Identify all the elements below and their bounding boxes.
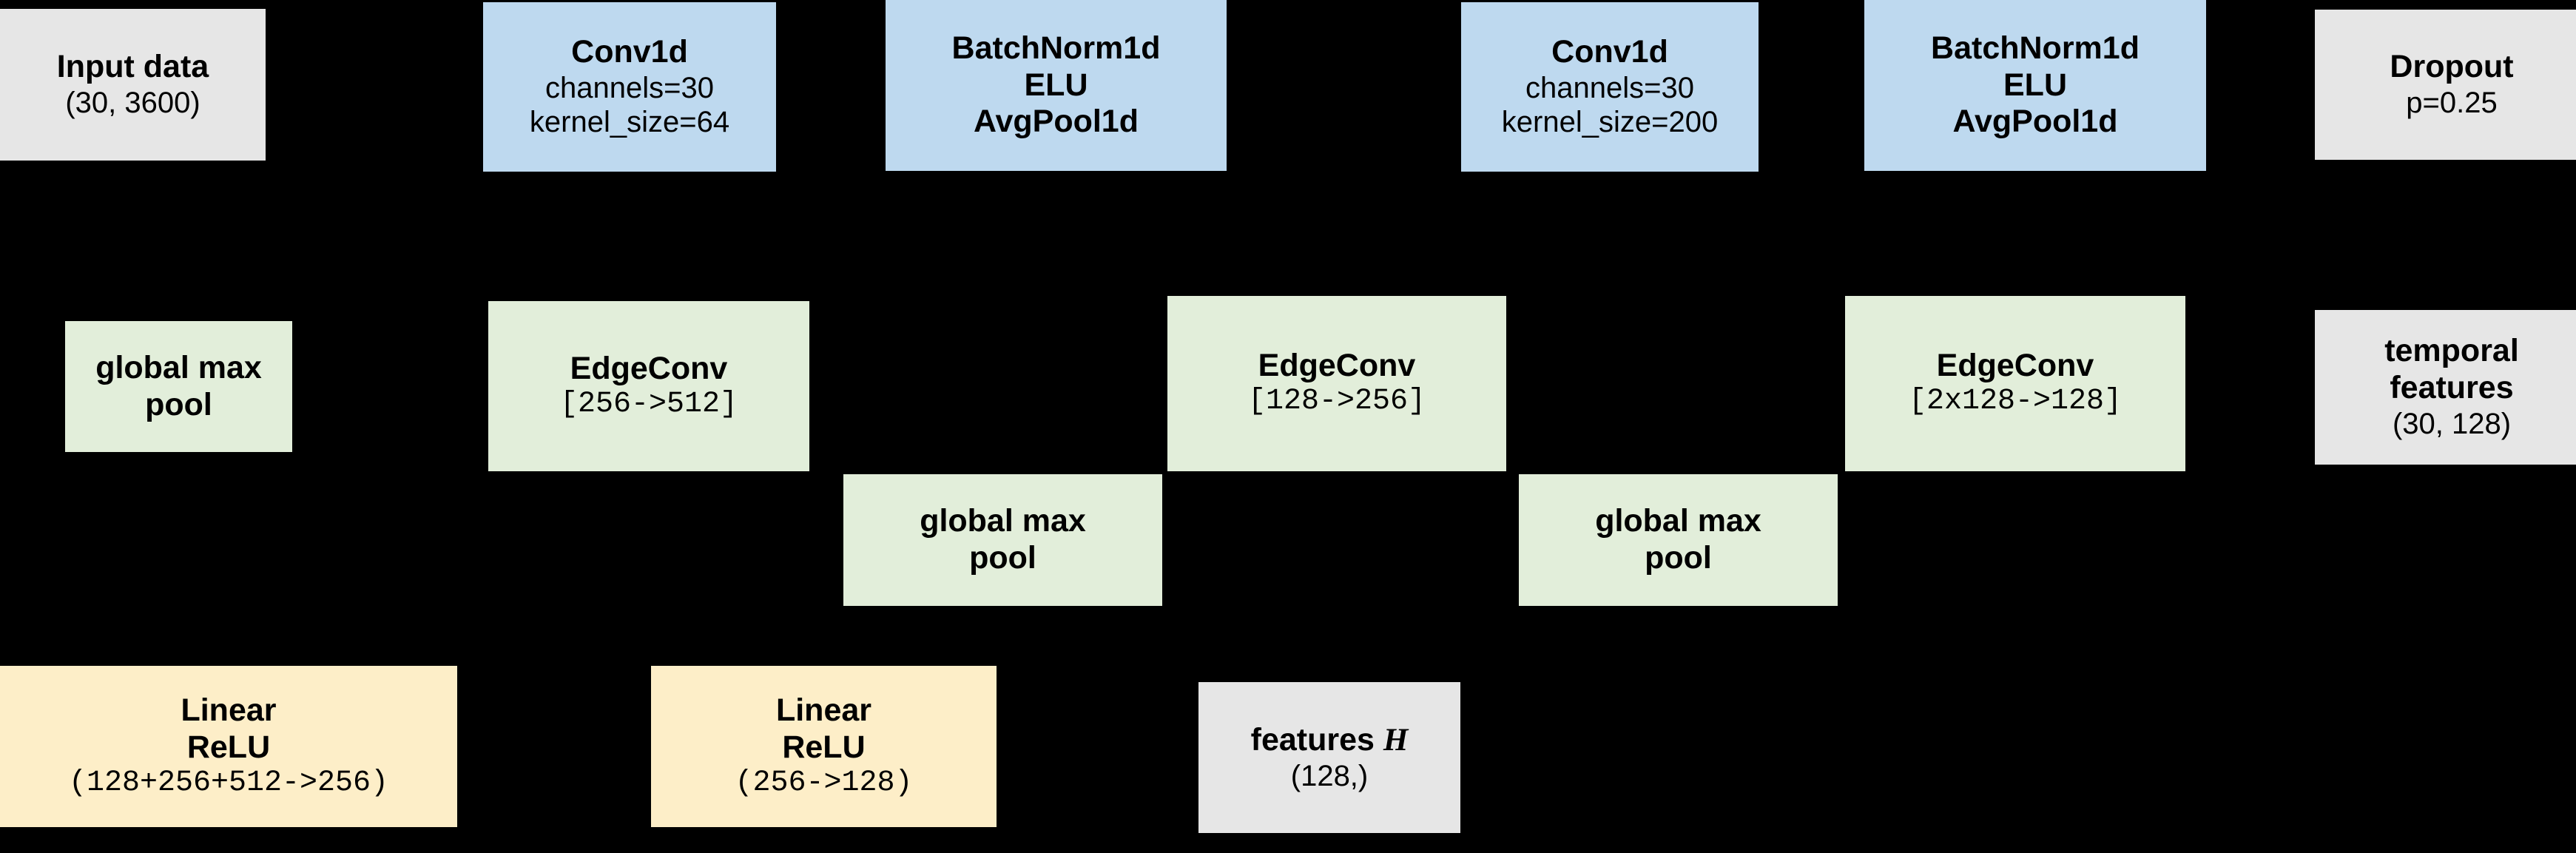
node-linear-2-line2: ReLU — [782, 729, 866, 765]
node-batchnorm-1-line3: AvgPool1d — [974, 104, 1139, 140]
node-global-max-pool-2-line1: global max — [920, 503, 1086, 539]
node-edgeconv-1-line1: EdgeConv — [1936, 348, 2094, 384]
node-temporal-features-line2: features — [2390, 370, 2514, 406]
node-edgeconv-1-line2: [2x128->128] — [1908, 385, 2122, 419]
node-conv1d-1-line3: kernel_size=64 — [529, 106, 730, 139]
node-conv1d-1-line1: Conv1d — [571, 34, 688, 70]
node-global-max-pool-3-line2: pool — [1645, 540, 1712, 576]
node-edgeconv-3-line2: [256->512] — [559, 387, 738, 421]
node-temporal-features-line3: (30, 128) — [2392, 408, 2512, 441]
node-edgeconv-2[interactable]: EdgeConv [128->256] — [1167, 296, 1506, 471]
node-global-max-pool-3[interactable]: global max pool — [1519, 474, 1838, 606]
node-dropout[interactable]: Dropout p=0.25 — [2315, 10, 2576, 160]
node-linear-1-line1: Linear — [181, 692, 277, 728]
node-batchnorm-2-line1: BatchNorm1d — [1931, 30, 2140, 66]
node-dropout-line1: Dropout — [2390, 49, 2514, 85]
node-conv1d-2[interactable]: Conv1d channels=30 kernel_size=200 — [1461, 2, 1759, 172]
node-global-max-pool-2-line2: pool — [969, 540, 1036, 576]
node-conv1d-2-line1: Conv1d — [1551, 34, 1668, 70]
node-batchnorm-2[interactable]: BatchNorm1d ELU AvgPool1d — [1864, 0, 2206, 171]
node-input-data-line1: Input data — [56, 49, 209, 85]
node-dropout-line2: p=0.25 — [2406, 87, 2498, 120]
node-edgeconv-2-line2: [128->256] — [1247, 385, 1426, 419]
node-features-h-line1: features H — [1251, 722, 1409, 759]
node-linear-1[interactable]: Linear ReLU (128+256+512->256) — [0, 666, 457, 827]
node-batchnorm-2-line2: ELU — [2003, 67, 2067, 103]
node-temporal-features[interactable]: temporal features (30, 128) — [2315, 310, 2576, 465]
node-edgeconv-3[interactable]: EdgeConv [256->512] — [488, 301, 809, 471]
node-features-h-label: features — [1250, 721, 1383, 758]
node-global-max-pool-1[interactable]: global max pool — [65, 321, 292, 452]
node-edgeconv-3-line1: EdgeConv — [570, 350, 728, 386]
node-global-max-pool-2[interactable]: global max pool — [843, 474, 1162, 606]
node-edgeconv-1[interactable]: EdgeConv [2x128->128] — [1845, 296, 2185, 471]
node-linear-2[interactable]: Linear ReLU (256->128) — [651, 666, 997, 827]
node-global-max-pool-3-line1: global max — [1595, 503, 1761, 539]
node-linear-2-line1: Linear — [775, 692, 872, 728]
node-features-h[interactable]: features H (128,) — [1198, 682, 1460, 833]
node-batchnorm-2-line3: AvgPool1d — [1952, 104, 2118, 140]
node-features-h-line2: (128,) — [1290, 759, 1369, 792]
node-conv1d-2-line2: channels=30 — [1525, 72, 1694, 105]
node-global-max-pool-1-line1: global max — [95, 349, 262, 385]
node-batchnorm-1-line2: ELU — [1024, 67, 1088, 103]
node-batchnorm-1-line1: BatchNorm1d — [951, 30, 1161, 66]
node-global-max-pool-1-line2: pool — [145, 386, 212, 422]
node-linear-1-line2: ReLU — [186, 729, 271, 765]
node-conv1d-2-line3: kernel_size=200 — [1501, 106, 1719, 139]
node-batchnorm-1[interactable]: BatchNorm1d ELU AvgPool1d — [886, 0, 1227, 171]
node-conv1d-1[interactable]: Conv1d channels=30 kernel_size=64 — [483, 2, 776, 172]
node-edgeconv-2-line1: EdgeConv — [1258, 348, 1416, 384]
node-conv1d-1-line2: channels=30 — [545, 72, 714, 105]
node-features-h-symbol: H — [1383, 722, 1409, 758]
node-linear-2-line3: (256->128) — [735, 766, 913, 800]
node-input-data-line2: (30, 3600) — [65, 87, 200, 120]
node-input-data[interactable]: Input data (30, 3600) — [0, 9, 266, 161]
node-temporal-features-line1: temporal — [2384, 333, 2519, 369]
node-linear-1-line3: (128+256+512->256) — [68, 766, 389, 800]
